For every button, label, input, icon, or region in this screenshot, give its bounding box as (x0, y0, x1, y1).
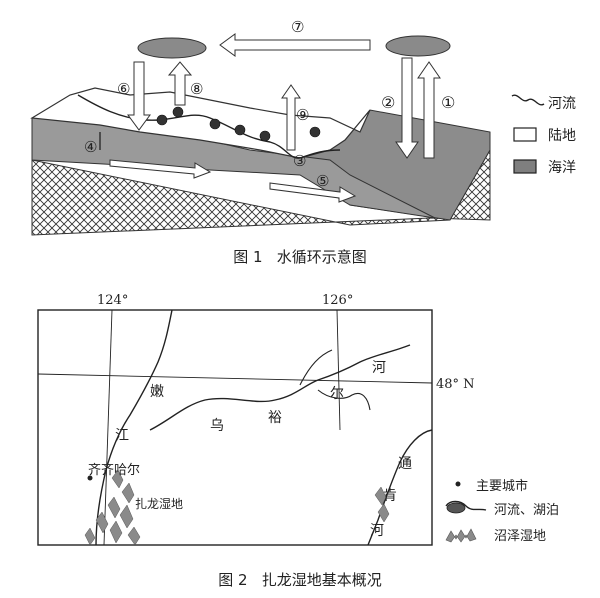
legend-land-label: 陆地 (548, 128, 576, 144)
label-2: ② (381, 93, 395, 112)
cloud-right (385, 35, 451, 57)
legend-river-lake-label: 河流、湖泊 (494, 503, 559, 518)
arrow-4 (109, 159, 212, 179)
label-9: ⑨ (296, 106, 309, 124)
figure1-legend: 河流 陆地 海洋 (511, 94, 576, 176)
arrow-8 (167, 61, 193, 106)
arrow-7 (219, 33, 371, 57)
legend-lake-shape (446, 502, 466, 514)
label-jiang: 江 (115, 428, 129, 444)
label-3: ③ (293, 152, 306, 170)
label-5: ⑤ (316, 172, 329, 190)
trees (156, 106, 321, 142)
lon-label-124: 124° (97, 293, 128, 308)
legend-river-lake-icon (445, 500, 487, 511)
label-he1: 河 (372, 360, 386, 376)
legend-river-icon (511, 94, 545, 106)
wuyuer-branch (317, 389, 371, 411)
label-nen: 嫩 (150, 384, 164, 400)
label-er: 尔 (330, 386, 344, 402)
lat-label-48: 48° N (436, 377, 475, 392)
zhalong-map: 124° 126° 48° N 嫩 江 乌 裕 尔 河 通 肯 河 齐齐哈尔 扎… (37, 293, 475, 546)
wuyuer-river (149, 344, 411, 431)
figure2-caption: 图 2 扎龙湿地基本概况 (218, 571, 382, 589)
wuyuer-tributary (299, 349, 333, 386)
arrow-2 (395, 57, 419, 159)
label-6: ⑥ (117, 80, 130, 98)
legend-marsh-label: 沼泽湿地 (494, 529, 546, 544)
city-qiqihar (87, 475, 93, 481)
land-surface (30, 87, 371, 159)
legend-marsh-icon (445, 528, 477, 543)
legend-river-label: 河流 (548, 96, 576, 112)
figure2-legend: 主要城市 河流、湖泊 沼泽湿地 (445, 478, 559, 544)
label-wu: 乌 (210, 418, 224, 434)
legend-city-label: 主要城市 (476, 478, 528, 494)
lon-label-126: 126° (322, 293, 353, 308)
arrow-1 (417, 61, 441, 159)
label-ken: 肯 (383, 488, 397, 504)
arrow-9 (281, 84, 301, 151)
bedrock (31, 148, 491, 236)
label-tong: 通 (398, 456, 412, 472)
label-1: ① (441, 93, 455, 112)
figure1-caption: 图 1 水循环示意图 (233, 248, 367, 266)
arrow-5 (269, 182, 357, 203)
cloud-left (137, 37, 207, 59)
legend-land-icon (513, 127, 537, 142)
meridian-126 (336, 309, 341, 431)
tongken-river (367, 429, 433, 546)
parallel-48 (37, 373, 433, 384)
legend-city-icon (455, 481, 461, 487)
marsh-zhalong (84, 469, 141, 546)
label-he2: 河 (370, 523, 384, 539)
label-7: ⑦ (291, 18, 304, 36)
legend-ocean-icon (513, 159, 537, 174)
label-4: ④ (84, 138, 97, 156)
marsh-tongken (374, 486, 390, 523)
label-qiqihar: 齐齐哈尔 (88, 462, 140, 478)
arrow-6 (127, 61, 151, 131)
label-8: ⑧ (190, 80, 203, 98)
meridian-124 (103, 309, 113, 546)
nen-river (95, 309, 173, 546)
legend-ocean-label: 海洋 (548, 160, 576, 176)
label-zhalong: 扎龙湿地 (135, 496, 183, 511)
water-cycle-diagram: ① ② ③ ④ ⑤ ⑥ ⑦ ⑧ ⑨ (30, 18, 491, 236)
label-yu: 裕 (268, 410, 282, 426)
map-frame (37, 309, 433, 546)
